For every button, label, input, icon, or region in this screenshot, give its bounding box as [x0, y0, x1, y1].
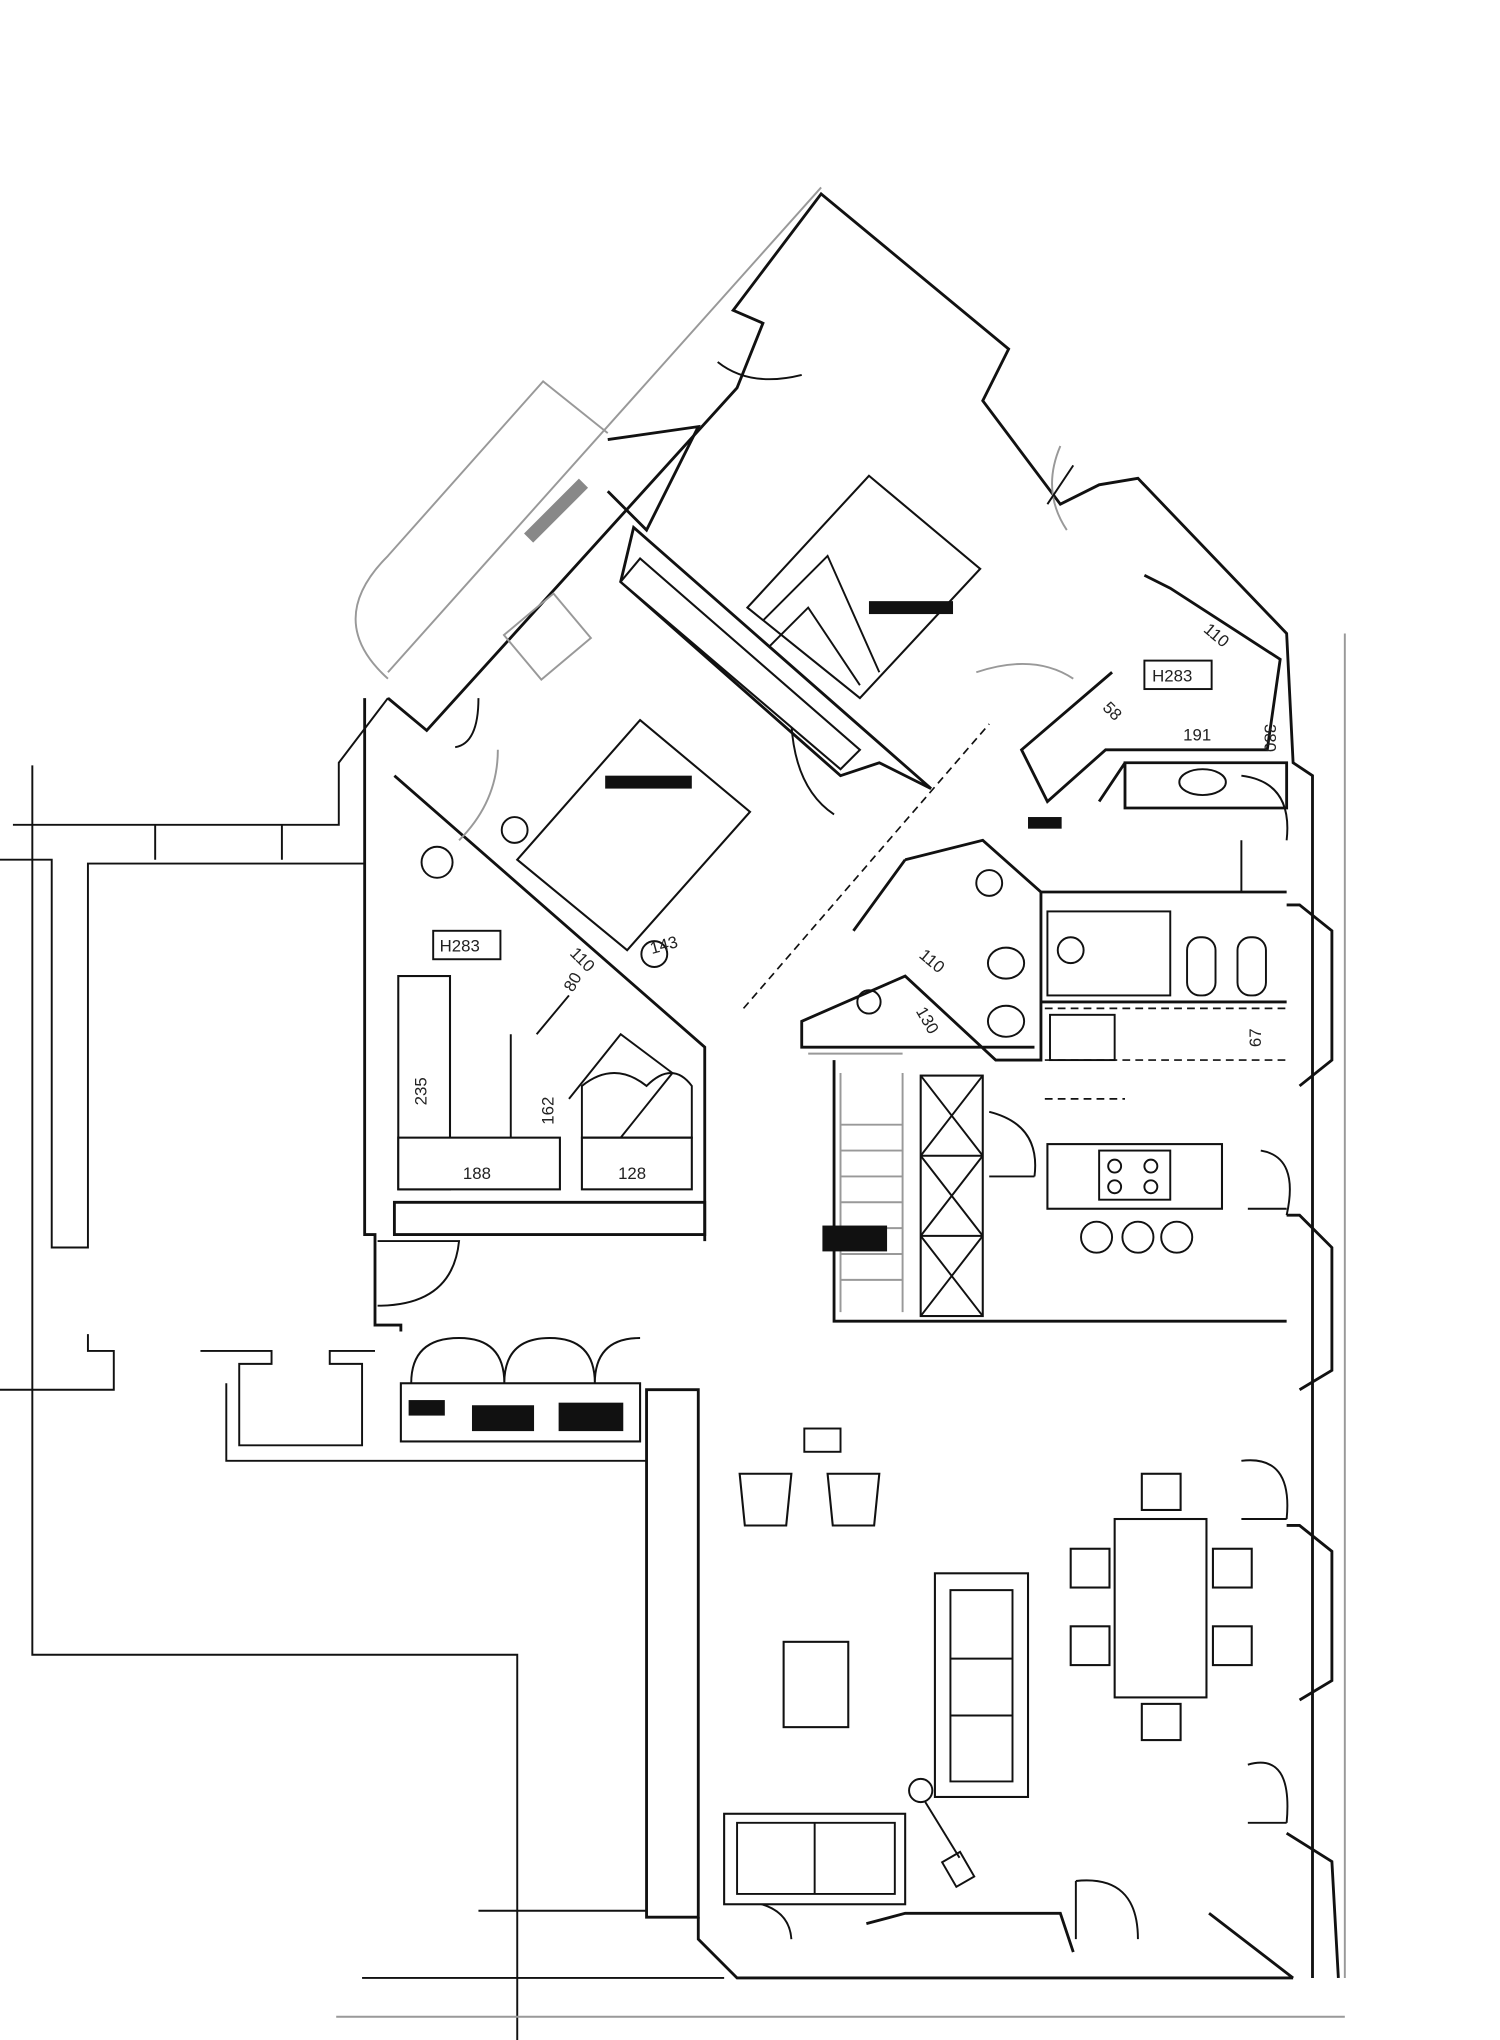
bed [515, 718, 752, 952]
dim-label: 143 [648, 932, 680, 958]
coffee-table [782, 1640, 850, 1729]
dim-label: 128 [618, 1164, 646, 1183]
dim-label: 235 [412, 1077, 431, 1105]
dining-table [1113, 1517, 1208, 1699]
sofa [933, 1572, 1030, 1798]
living-room [723, 1427, 1030, 1906]
tall-cabinets [919, 1074, 984, 1318]
dim-label: 188 [463, 1164, 491, 1183]
dim-label: 110 [916, 945, 949, 977]
bedroom-top [619, 474, 982, 771]
armchair [738, 1472, 793, 1527]
bedroom-left [397, 478, 752, 1191]
dim-label: 191 [1183, 726, 1211, 745]
dining-area [1069, 1472, 1253, 1742]
neighbour-outline [0, 697, 1345, 2040]
exterior-walls [354, 186, 1346, 1980]
svg-text:H283: H283 [440, 936, 480, 955]
kitchen-island [1046, 1143, 1224, 1254]
dim-label: 58 [1099, 698, 1126, 725]
dim-label: 380 [1261, 724, 1280, 752]
dim-label: 80 [560, 969, 586, 995]
armchair [826, 1472, 881, 1527]
room-tag: H283 [1143, 659, 1213, 691]
dim-label: 67 [1246, 1028, 1265, 1047]
interior-walls [393, 424, 1289, 1323]
bed [745, 474, 982, 700]
svg-text:H283: H283 [1152, 666, 1192, 685]
room-tag: H283 [432, 929, 502, 961]
bathrooms [856, 768, 1287, 1100]
dim-label: 162 [538, 1097, 557, 1125]
dim-label: 130 [912, 1003, 942, 1037]
dimension-labels: 191 380 58 110 235 188 162 128 110 80 14… [412, 619, 1280, 1183]
wardrobe [619, 557, 862, 771]
entry-cabinets [399, 1337, 642, 1443]
stairs [808, 1052, 904, 1313]
